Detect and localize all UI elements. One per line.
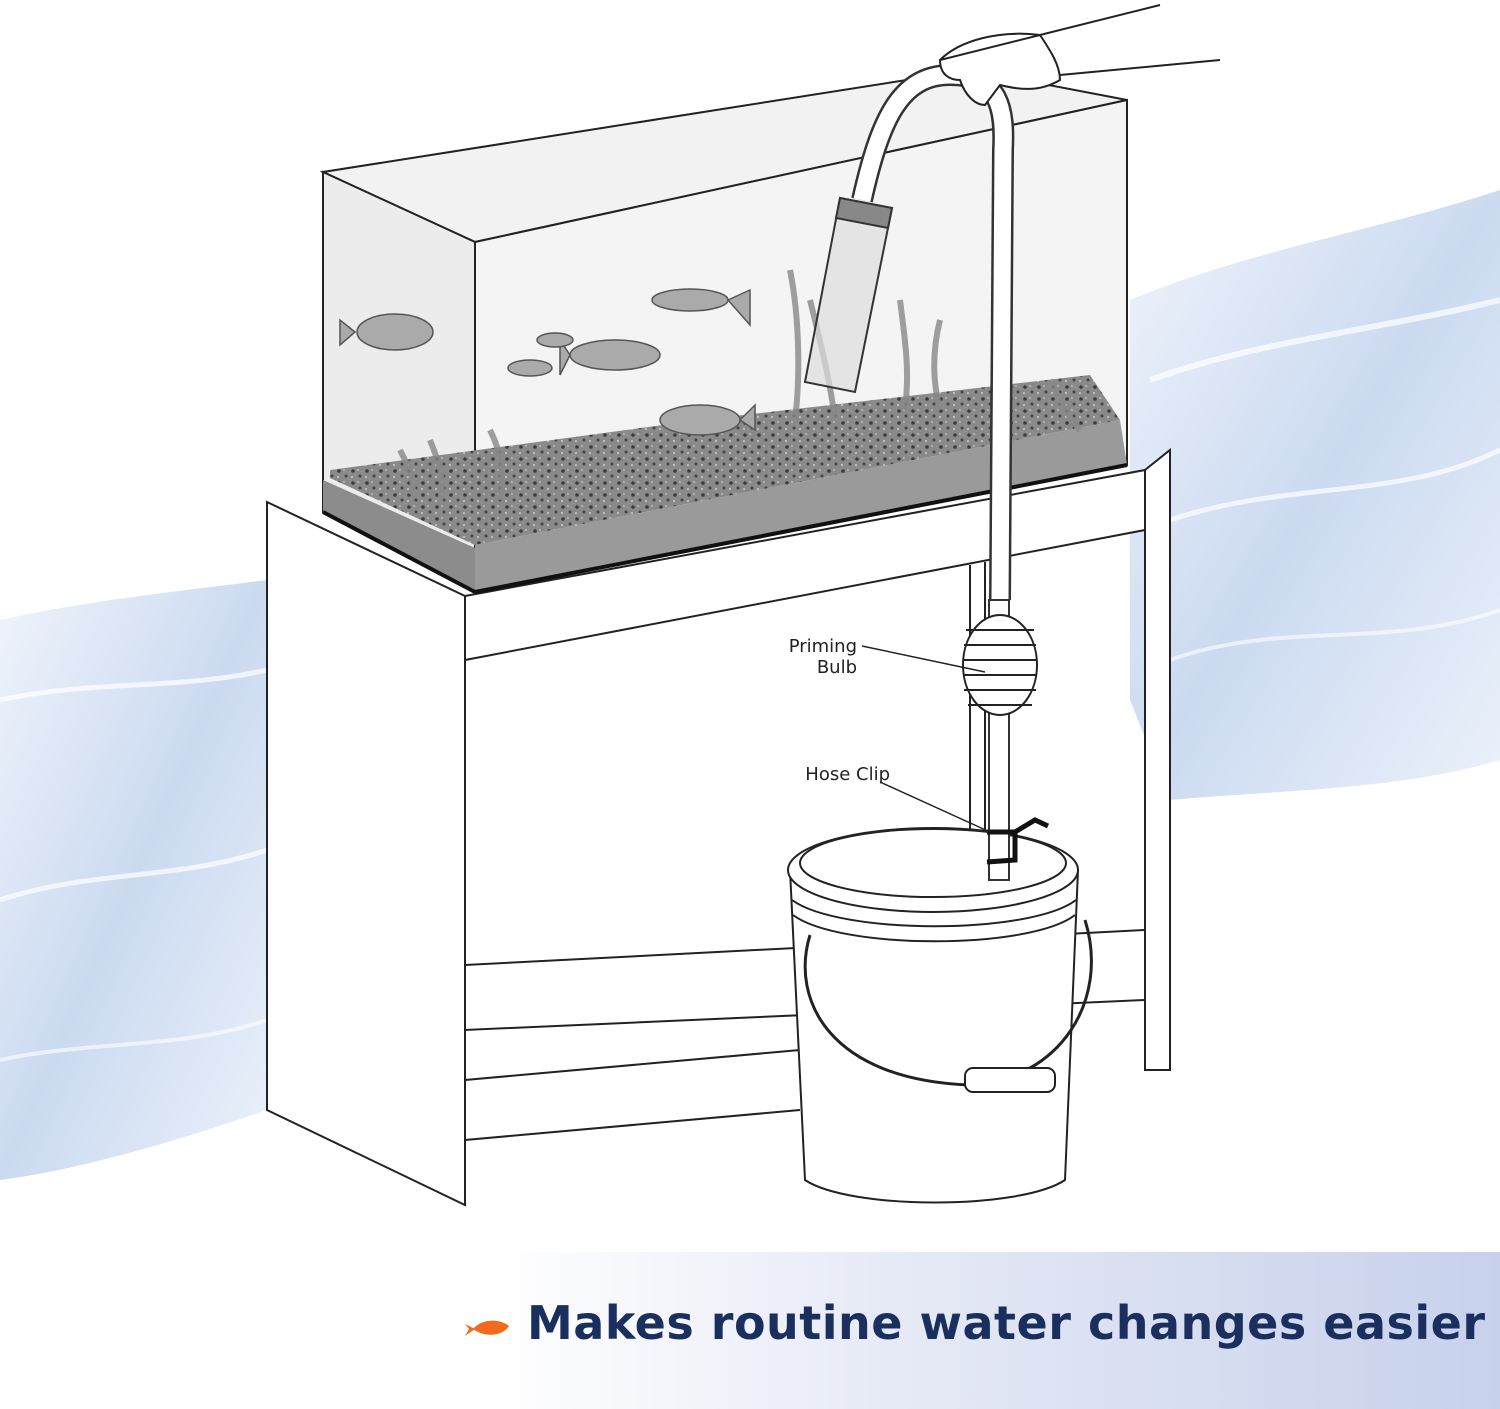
priming-bulb-label-line2: Bulb (816, 657, 857, 678)
hand (938, 4, 1221, 107)
hose-clip-label: Hose Clip (805, 764, 890, 785)
tagline-text: Makes routine water changes easier (527, 1296, 1486, 1350)
water-background-left (0, 580, 268, 1180)
aquarium-tank (319, 68, 1128, 594)
priming-bulb-leader-line (861, 645, 986, 673)
priming-bulb-label-line1: Priming (788, 636, 857, 657)
siphon-hose (861, 599, 1050, 881)
tagline-banner (490, 1252, 1500, 1409)
priming-bulb-label: Priming Bulb (760, 636, 857, 678)
plants (397, 269, 1083, 501)
water-background-right (1130, 190, 1500, 800)
priming-bulb (962, 614, 1038, 716)
fish-group (339, 288, 756, 436)
bucket (787, 827, 1093, 1204)
hose-clip (986, 817, 1050, 865)
fish-bullet-icon (465, 1320, 509, 1336)
hose-clip-leader-line (879, 781, 991, 833)
